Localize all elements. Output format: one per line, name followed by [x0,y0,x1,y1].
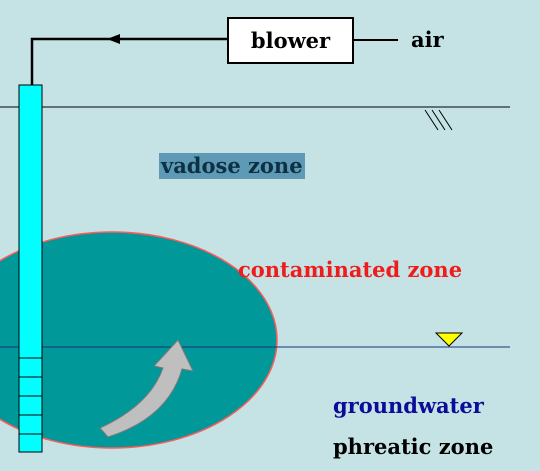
blower-label: blower [250,28,331,53]
contaminated-zone-plume [0,231,278,449]
arrowhead-icon [107,34,120,44]
curved-arrow-icon [99,339,194,438]
air-pipe [30,37,227,85]
vadose-zone-label: vadose zone [159,153,305,179]
groundwater-label: groundwater [333,393,484,418]
air-label: air [411,27,444,52]
phreatic-zone-label: phreatic zone [333,434,494,459]
inverted-triangle-icon [434,332,464,347]
contaminated-zone-label: contaminated zone [238,257,463,282]
extraction-well [18,84,43,453]
well-screen [19,357,42,435]
ground-hatch-icon [424,109,453,131]
blower-box: blower [227,17,354,64]
